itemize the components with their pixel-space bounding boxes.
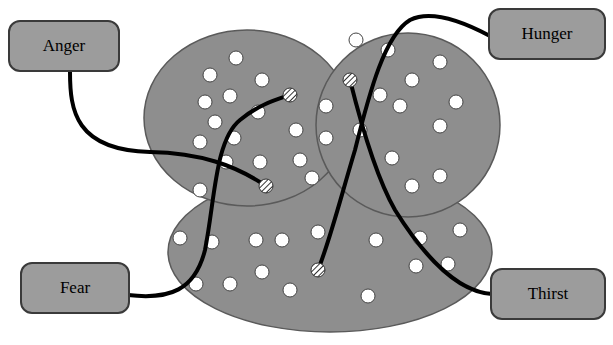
brain-region: [144, 30, 500, 332]
emotion-box: Anger: [8, 20, 120, 72]
emotion-box: Thirst: [490, 268, 606, 320]
emotion-label: Hunger: [522, 24, 573, 44]
wires: [70, 16, 492, 296]
emotion-label: Thirst: [528, 284, 569, 304]
hatched-synapses: [259, 73, 357, 277]
emotion-box: Hunger: [488, 8, 606, 60]
emotion-label: Fear: [60, 278, 90, 298]
emotion-box: Fear: [20, 262, 130, 314]
emotion-label: Anger: [43, 36, 85, 56]
